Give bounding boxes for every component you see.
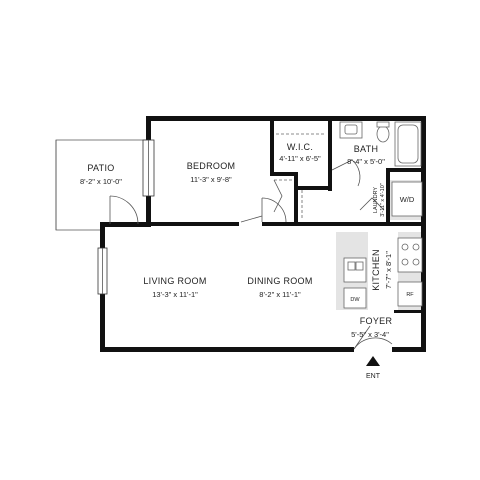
kitchen-fixtures bbox=[343, 237, 423, 309]
patio-dims: 8'-2" x 10'-0" bbox=[80, 177, 122, 186]
entry-door bbox=[353, 325, 393, 350]
bedroom-door bbox=[240, 197, 287, 223]
laundry-dims: 3'-11" x 4'-10" bbox=[380, 183, 386, 216]
closet-doors bbox=[273, 179, 303, 218]
patio-label: PATIO bbox=[87, 163, 114, 173]
laundry-label: LAUNDRY bbox=[373, 187, 379, 214]
bath-door bbox=[331, 159, 361, 187]
interior-walls bbox=[151, 121, 426, 313]
kitchen-label: KITCHEN bbox=[371, 249, 381, 291]
dishwasher-label: DW bbox=[350, 297, 360, 303]
living-room-label: LIVING ROOM bbox=[143, 276, 206, 286]
living-room-dims: 13'-3" x 11'-1" bbox=[152, 290, 198, 299]
wic-dims: 4'-11" x 6'-5" bbox=[279, 154, 321, 163]
dining-room-label: DINING ROOM bbox=[247, 276, 312, 286]
refrigerator-label: RF bbox=[406, 292, 414, 298]
wic-label: W.I.C. bbox=[287, 142, 313, 152]
washer-dryer-box bbox=[391, 181, 423, 217]
dining-room-dims: 8'-2" x 11'-1" bbox=[259, 290, 301, 299]
bedroom-label: BEDROOM bbox=[187, 161, 236, 171]
kitchen-dims: 7'-7" x 8'-1" bbox=[384, 251, 393, 289]
bath-dims: 8'-4" x 5'-0" bbox=[347, 157, 385, 166]
entry-label: ENT bbox=[366, 373, 381, 380]
patio-door bbox=[109, 195, 139, 225]
bedroom-dims: 11'-3" x 9'-8" bbox=[190, 175, 232, 184]
bath-fixtures bbox=[339, 121, 422, 167]
entry-arrow-icon bbox=[366, 356, 380, 366]
windows bbox=[97, 139, 155, 295]
foyer-label: FOYER bbox=[360, 316, 393, 326]
laundry-door bbox=[359, 197, 385, 211]
foyer-dims: 5'-5" x 3'-4" bbox=[351, 330, 389, 339]
patio-outline bbox=[55, 139, 148, 231]
washer-dryer-label: W/D bbox=[400, 195, 415, 204]
bath-label: BATH bbox=[354, 144, 379, 154]
